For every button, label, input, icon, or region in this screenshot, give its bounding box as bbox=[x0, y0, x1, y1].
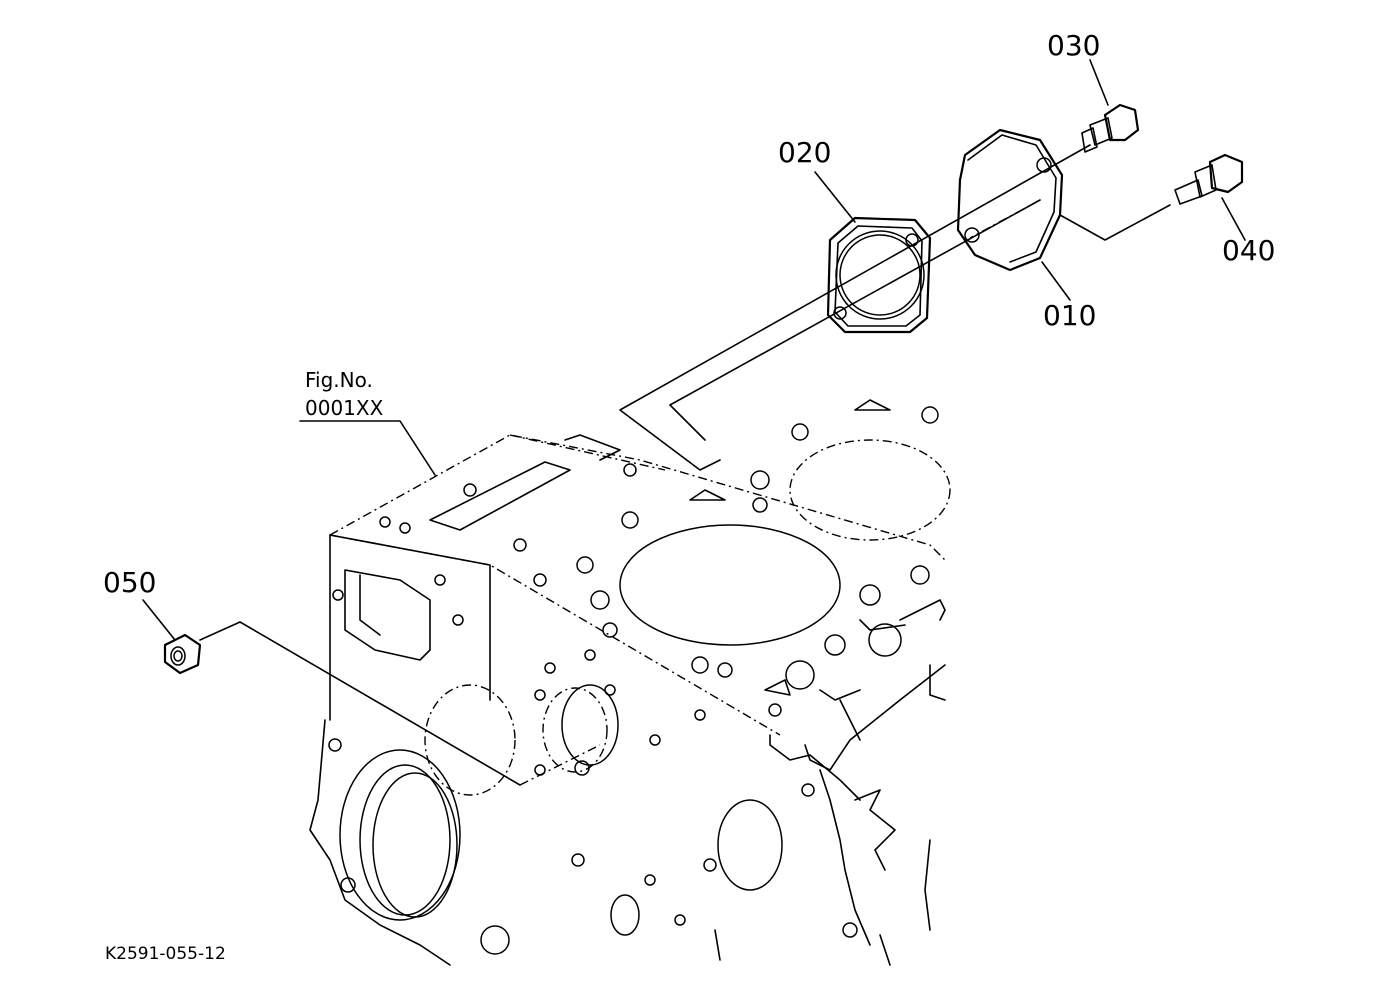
bolt-030 bbox=[1081, 103, 1140, 153]
part-label-010: 010 bbox=[1043, 299, 1096, 332]
gasket-020 bbox=[826, 216, 932, 334]
part-label-030: 030 bbox=[1047, 29, 1100, 62]
part-label-040: 040 bbox=[1222, 234, 1275, 267]
leader-lines bbox=[142, 59, 1246, 641]
assembly-lines bbox=[199, 144, 1171, 786]
bolt-040 bbox=[1174, 153, 1244, 205]
fig-ref-line2: 0001XX bbox=[305, 396, 384, 420]
engine-block bbox=[309, 399, 951, 966]
part-label-020: 020 bbox=[778, 136, 831, 169]
part-label-050: 050 bbox=[103, 566, 156, 599]
fig-ref-line1: Fig.No. bbox=[305, 368, 373, 392]
nut-050 bbox=[163, 633, 202, 675]
cover-plate-010 bbox=[956, 128, 1064, 272]
drawing-code: K2591-055-12 bbox=[105, 944, 226, 964]
